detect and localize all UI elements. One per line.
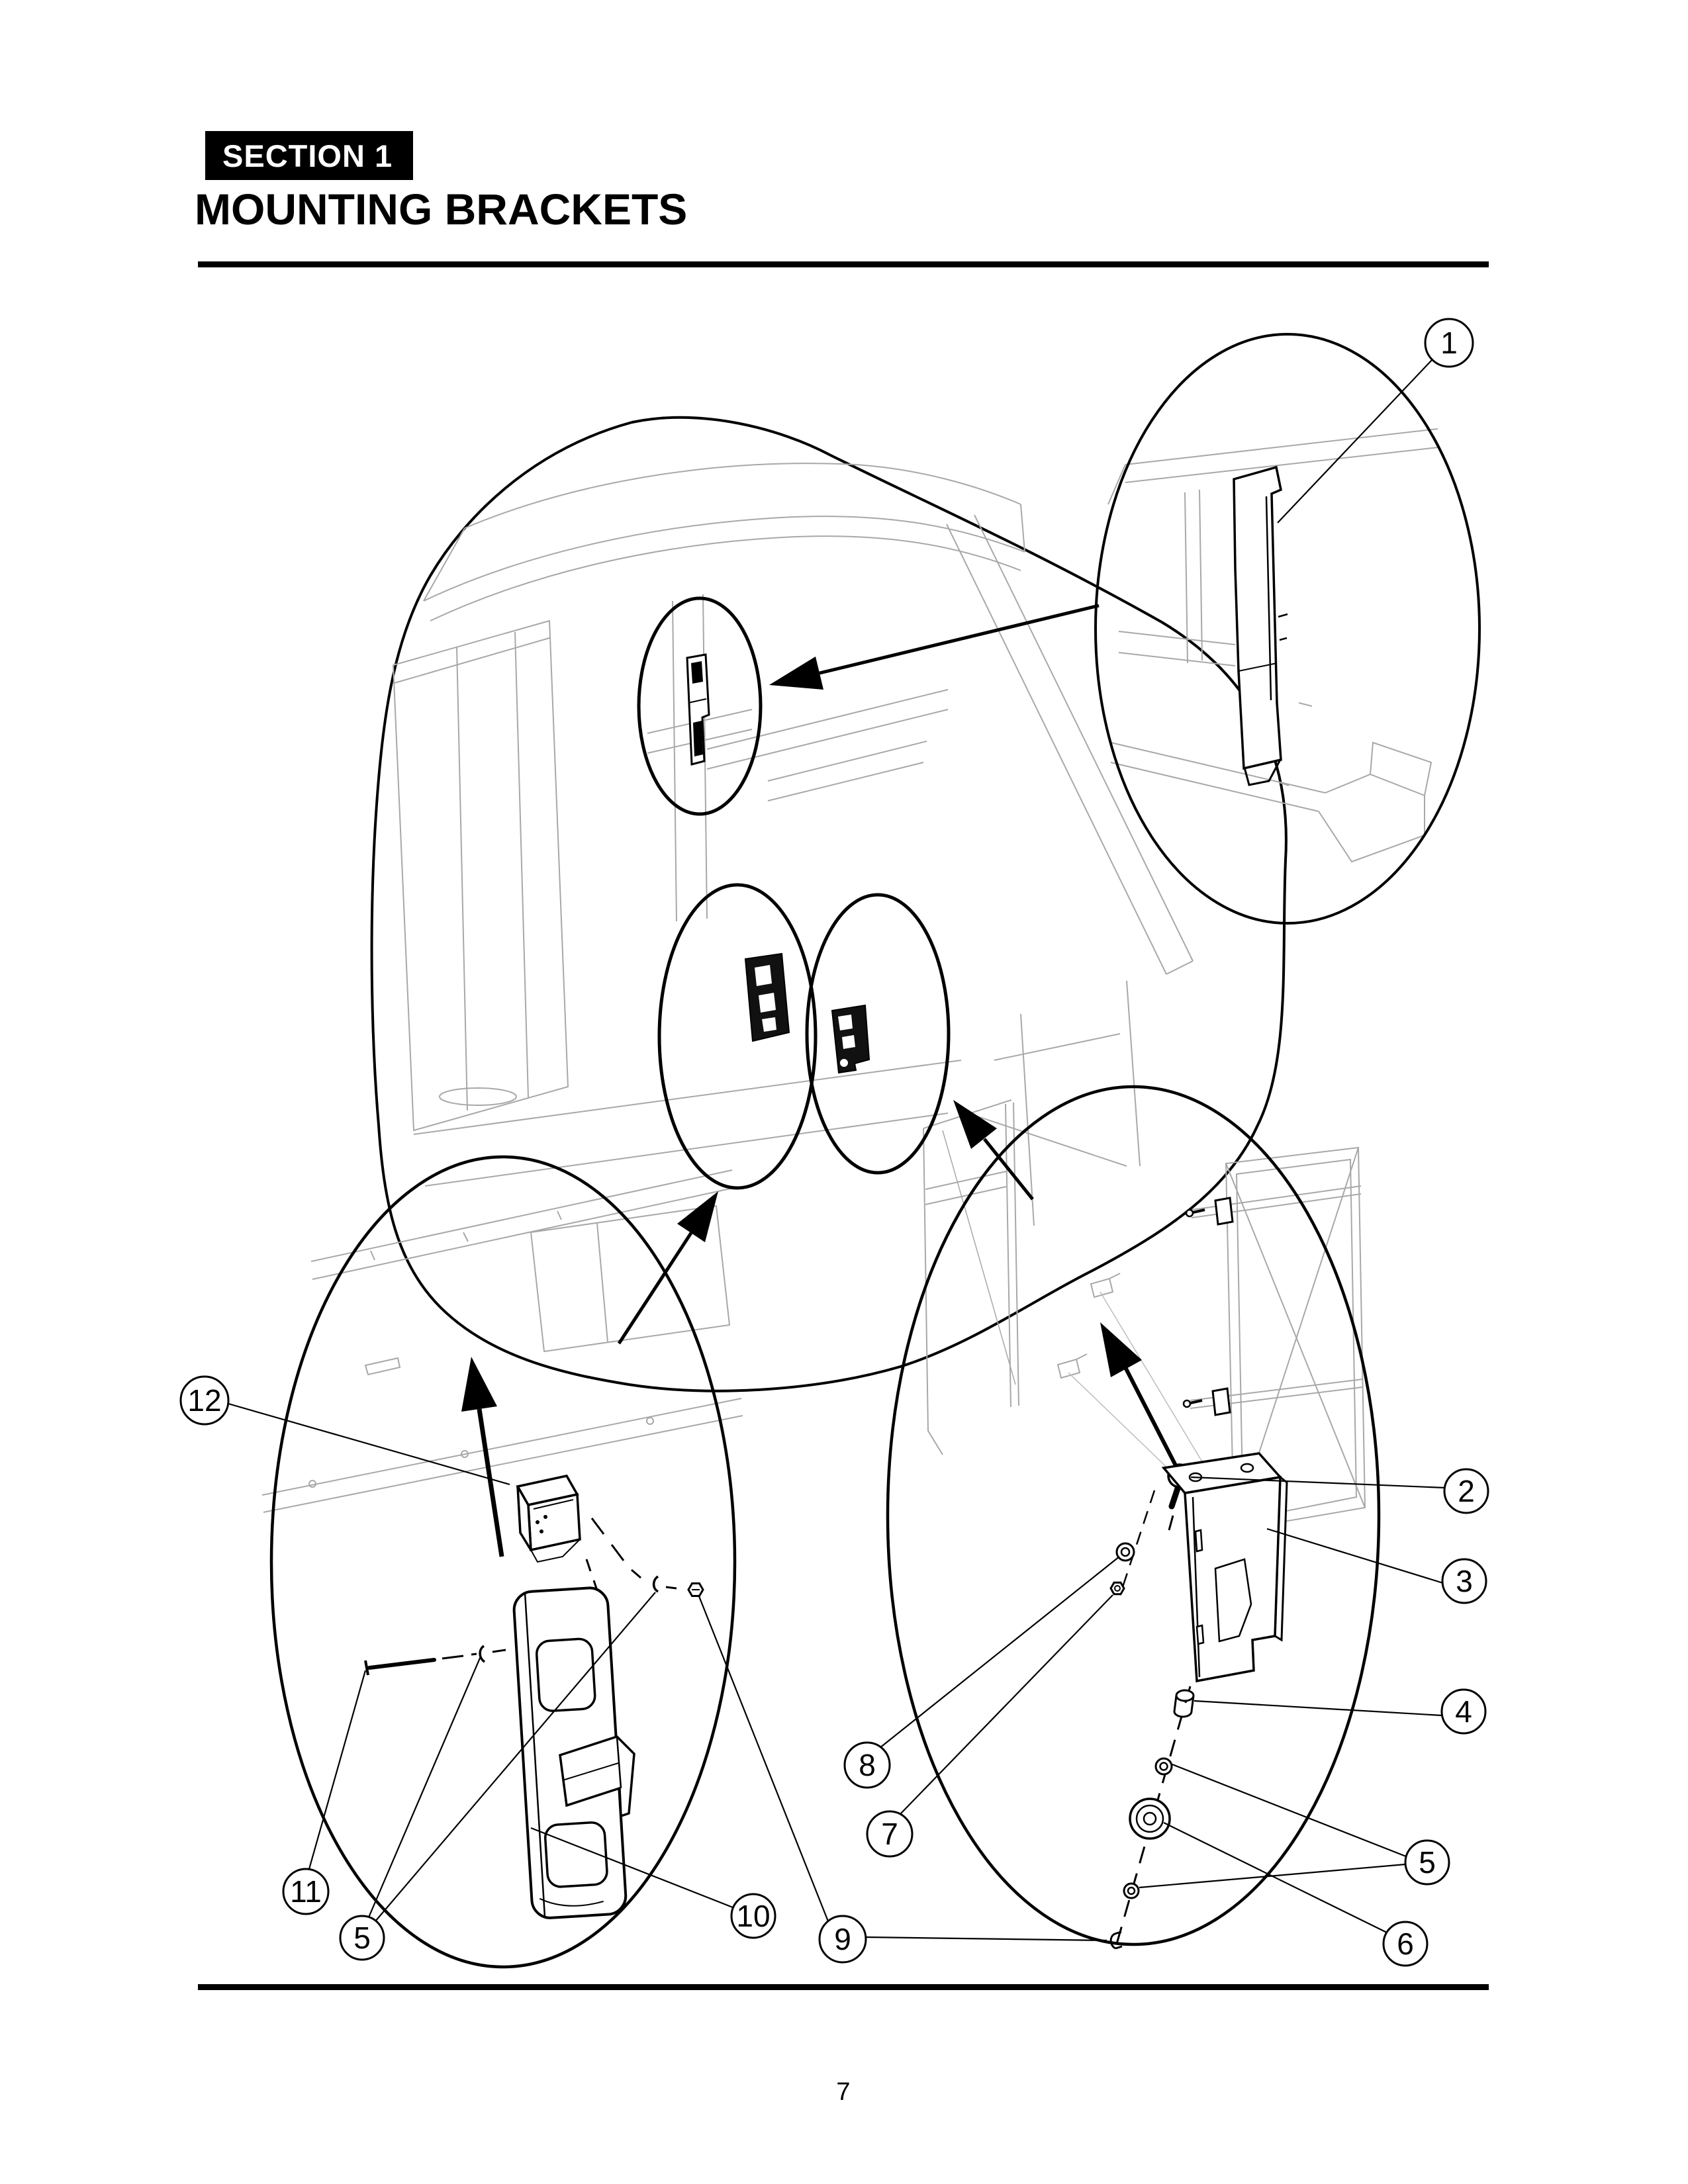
callout-8-label: 8 (859, 1748, 876, 1782)
header-rule (198, 261, 1489, 267)
arrow-from-detail1 (819, 604, 1100, 675)
connection-arrows (617, 604, 1100, 1345)
highlight-ellipse-left (657, 883, 818, 1190)
frame-clip-lower (1211, 1387, 1231, 1416)
nut-part-7 (1109, 1581, 1125, 1596)
callout-4-balloon: 4 (1440, 1688, 1487, 1735)
leader-1 (1277, 359, 1432, 523)
washer-part-5-upper (1154, 1757, 1173, 1776)
detail-ellipse-bottom-left (269, 1155, 737, 1969)
detail-ellipse-top-right (1094, 333, 1481, 925)
arrowhead-right-detail (953, 1100, 997, 1149)
arrowhead-detail1 (769, 657, 823, 690)
arrow-from-right-detail (983, 1138, 1034, 1201)
callout-6-label: 6 (1397, 1927, 1414, 1961)
washer-part-8 (1115, 1542, 1135, 1562)
bracket-part-1 (1233, 465, 1288, 786)
leader-4 (1194, 1700, 1442, 1717)
section-label: SECTION 1 (222, 138, 393, 173)
leader-6 (1163, 1822, 1389, 1934)
callout-11-balloon: 11 (282, 1868, 330, 1915)
callout-1-label: 1 (1440, 326, 1458, 360)
callout-2-label: 2 (1458, 1474, 1475, 1508)
machine-outline-blob (370, 416, 1288, 1392)
main-axis-dashed (1114, 1686, 1192, 1949)
page-number: 7 (836, 2078, 851, 2106)
callout-9-balloon: 9 (818, 1915, 867, 1964)
callout-1-balloon: 1 (1424, 318, 1474, 368)
left-assembly-axis (442, 1518, 704, 1663)
leader-2 (1190, 1476, 1446, 1489)
highlight-ellipse-right (805, 893, 951, 1175)
leader-12 (228, 1402, 510, 1486)
leader-9-b (865, 1936, 1107, 1942)
callout-3-balloon: 3 (1441, 1558, 1487, 1604)
machine-linework (393, 463, 1194, 1352)
callout-3-label: 3 (1456, 1564, 1473, 1598)
page-title: MOUNTING BRACKETS (195, 185, 688, 234)
callout-7-balloon: 7 (866, 1810, 914, 1858)
leader-7 (900, 1594, 1113, 1814)
callout-12-label: 12 (187, 1383, 221, 1418)
pin-part-11 (364, 1658, 436, 1676)
callout-2-balloon: 2 (1443, 1468, 1489, 1514)
clip-part-9-right (1109, 1931, 1123, 1950)
leader-3 (1266, 1527, 1444, 1584)
left-detail-hardware (364, 1357, 704, 1919)
callout-6-balloon: 6 (1382, 1921, 1429, 1967)
callout-5-balloon-left: 5 (339, 1915, 385, 1961)
callout-7-label: 7 (881, 1817, 898, 1851)
callout-8-balloon: 8 (843, 1741, 891, 1789)
right-detail-wall-truss (923, 1099, 1366, 1531)
spacer-part-4 (1173, 1689, 1195, 1718)
plate-flange (559, 1735, 635, 1818)
callout-balloons: 1 2 3 4 5 6 7 8 9 10 5 11 (179, 318, 1489, 1967)
callout-10-balloon: 10 (730, 1893, 776, 1939)
topright-detail-background (1107, 428, 1438, 863)
callout-12-balloon: 12 (179, 1375, 230, 1426)
leader-8 (879, 1556, 1120, 1749)
left-detail-background-rails (261, 1169, 743, 1513)
callout-5-right-label: 5 (1419, 1845, 1436, 1880)
clip-left (479, 1645, 486, 1663)
callout-4-label: 4 (1455, 1694, 1472, 1729)
frame-clip-upper (1214, 1197, 1234, 1226)
callout-5-left-label: 5 (353, 1921, 371, 1955)
callout-10-label: 10 (736, 1899, 770, 1933)
grommet-part-6 (1129, 1797, 1171, 1840)
overview-dark-brackets (686, 653, 1234, 1416)
arrow-from-left-detail (617, 1232, 693, 1345)
arrowhead-left-detail (677, 1191, 718, 1242)
leader-5l-a (367, 1656, 482, 1918)
leader-lines (228, 359, 1446, 1942)
right-detail-hardware (1100, 1322, 1288, 1950)
section-badge: SECTION 1 (205, 131, 413, 180)
leader-5l-b (375, 1592, 656, 1922)
clip-right (652, 1575, 659, 1593)
side-axis-dashed (1119, 1490, 1156, 1596)
callout-11-label: 11 (290, 1874, 322, 1909)
leader-9-a (698, 1596, 829, 1922)
footer-rule (198, 1984, 1489, 1990)
bracket-part-12 (516, 1475, 581, 1563)
bracket-part-3 (1161, 1452, 1288, 1683)
leader-5r-a (1172, 1763, 1407, 1858)
detail-ellipse-bottom-right (886, 1085, 1381, 1946)
washer-part-5-lower (1123, 1882, 1140, 1899)
callout-9-label: 9 (834, 1922, 851, 1956)
leader-10 (530, 1827, 737, 1910)
leader-11 (308, 1670, 367, 1870)
highlight-ellipse-top (637, 596, 763, 816)
install-arrow-left (477, 1408, 504, 1557)
callout-5-balloon-right: 5 (1404, 1839, 1450, 1886)
